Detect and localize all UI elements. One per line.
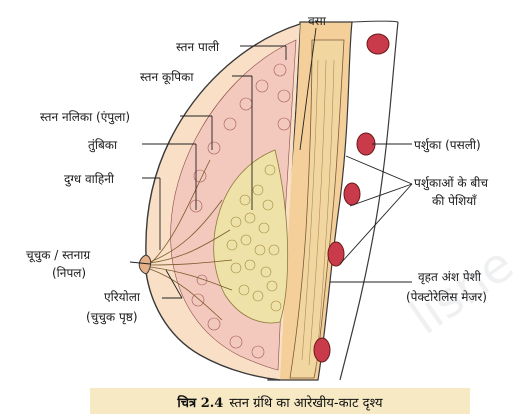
rib xyxy=(327,241,345,267)
label-nipple-alt: (निपल) xyxy=(52,266,87,280)
label-alveoli: स्तन कूपिका xyxy=(140,70,194,84)
label-duct: स्तन नलिका (एंपुला) xyxy=(40,110,131,124)
label-rib: पर्शुका (पसली) xyxy=(414,138,481,152)
label-areola: एरियोला xyxy=(104,290,140,304)
figure-number: चित्र 2.4 xyxy=(177,396,224,411)
label-areola-alt: (चुचुक पृष्ठ) xyxy=(86,310,138,324)
label-intercostal-2: की पेशियाँ xyxy=(432,194,477,208)
rib xyxy=(343,182,361,206)
rib xyxy=(366,33,390,55)
label-nipple: चूचुक / स्तनाग्र xyxy=(26,248,91,262)
gland-lobules xyxy=(226,164,282,312)
fat-lobules xyxy=(189,63,291,359)
muscle-fibres xyxy=(301,59,335,371)
label-pectoral-alt: (पेक्टोरेलिस मेजर) xyxy=(406,290,487,304)
caption-bar: चित्र 2.4 स्तन ग्रंथि का आरेखीय-काट दृश्य xyxy=(90,388,470,414)
outer-skin-line xyxy=(339,21,399,381)
label-breast-lobe: स्तन पाली xyxy=(176,40,220,54)
rib xyxy=(313,337,331,363)
milk-ducts xyxy=(149,159,233,321)
figure-caption: चित्र 2.4 स्तन ग्रंथि का आरेखीय-काट दृश्य xyxy=(90,393,470,411)
label-intercostal: पर्शुकाओं के बीच xyxy=(414,176,488,190)
ribs xyxy=(313,33,390,363)
leader-lines xyxy=(129,27,413,299)
nipple xyxy=(138,254,152,275)
label-fat: वसा xyxy=(308,14,326,28)
pectoral-muscle xyxy=(289,39,345,379)
mammary-gland xyxy=(213,149,289,324)
figure-caption-text: स्तन ग्रंथि का आरेखीय-काट दृश्य xyxy=(229,396,383,411)
label-pectoral: वृहत अंश पेशी xyxy=(418,270,481,284)
label-milk-duct: दुग्ध वाहिनी xyxy=(64,172,114,186)
label-ampulla: तुंबिका xyxy=(88,138,118,152)
